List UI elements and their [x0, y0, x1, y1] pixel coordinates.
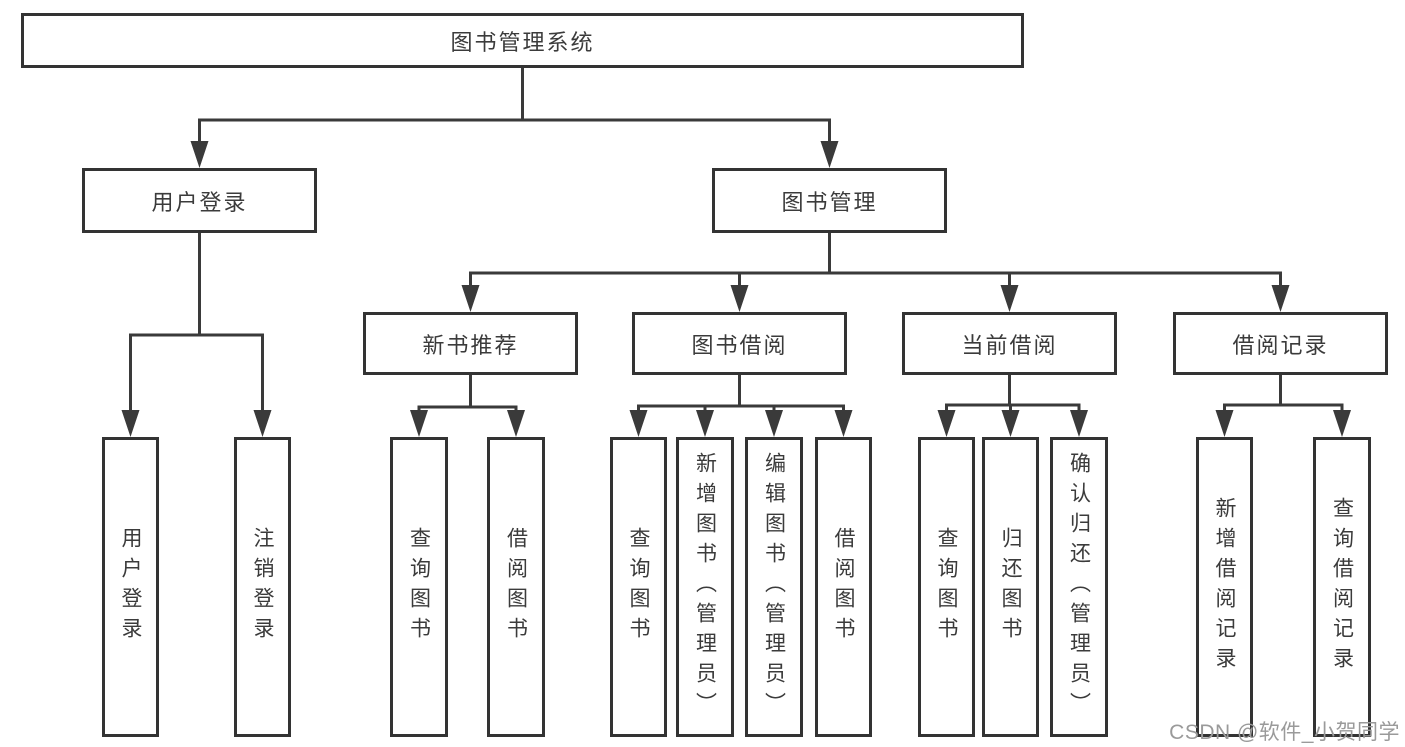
leaf-query-books-current: 查询图书	[918, 437, 975, 737]
leaf-return-book: 归还图书	[982, 437, 1039, 737]
node-current-borrowing: 当前借阅	[902, 312, 1117, 375]
node-book-management: 图书管理	[712, 168, 947, 233]
leaf-query-books-recommend: 查询图书	[390, 437, 448, 737]
leaf-borrow-books-recommend: 借阅图书	[487, 437, 545, 737]
leaf-add-book-admin: 新增图书（管理员）	[676, 437, 734, 737]
node-book-borrowing: 图书借阅	[632, 312, 847, 375]
leaf-logout: 注销登录	[234, 437, 291, 737]
node-borrowing-records: 借阅记录	[1173, 312, 1388, 375]
leaf-query-borrow-record: 查询借阅记录	[1313, 437, 1371, 737]
csdn-watermark: CSDN @软件_小贺同学	[1169, 721, 1400, 744]
leaf-edit-book-admin: 编辑图书（管理员）	[745, 437, 803, 737]
leaf-query-books-borrowing: 查询图书	[610, 437, 667, 737]
leaf-add-borrow-record: 新增借阅记录	[1196, 437, 1253, 737]
leaf-borrow-books: 借阅图书	[815, 437, 872, 737]
node-user-login: 用户登录	[82, 168, 317, 233]
leaf-confirm-return-admin: 确认归还（管理员）	[1050, 437, 1108, 737]
node-new-book-recommendation: 新书推荐	[363, 312, 578, 375]
connector-lines	[129, 66, 1344, 415]
arrowheads	[121, 141, 1351, 437]
leaf-user-login: 用户登录	[102, 437, 159, 737]
node-library-management-system: 图书管理系统	[21, 13, 1024, 68]
